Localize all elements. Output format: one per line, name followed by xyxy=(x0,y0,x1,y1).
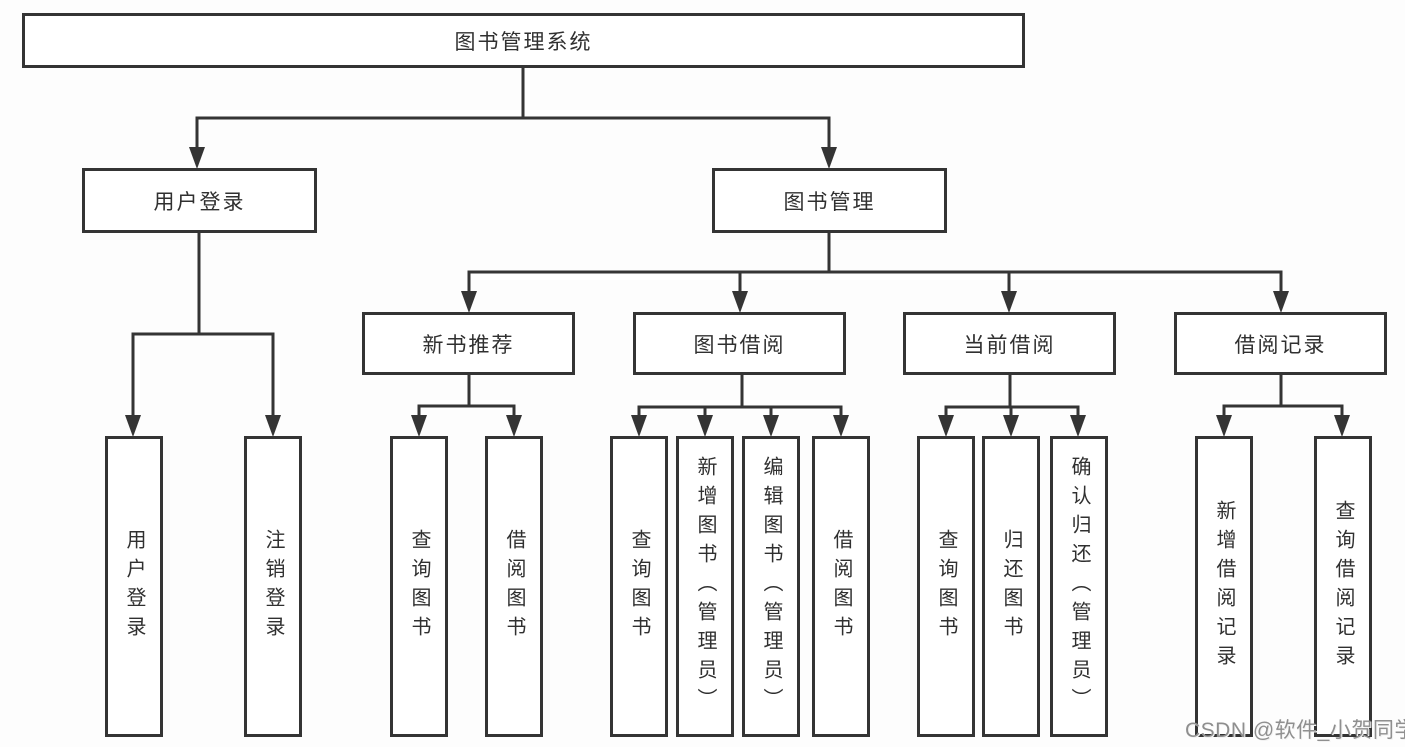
node-label: 查询图书 xyxy=(628,528,650,645)
node-label: 图书借阅 xyxy=(693,333,786,357)
leaf-borrow-books-borrowing: 借阅图书 xyxy=(812,436,870,737)
node-user-login: 用户登录 xyxy=(82,168,317,233)
leaf-query-books-borrowing: 查询图书 xyxy=(610,436,668,737)
node-label: 确认归还（管理员） xyxy=(1068,456,1090,717)
node-label: 用户登录 xyxy=(153,190,246,214)
node-label: 新增图书（管理员） xyxy=(694,456,716,717)
node-label: 当前借阅 xyxy=(963,333,1056,357)
node-label: 查询图书 xyxy=(408,528,430,645)
node-borrowing-records: 借阅记录 xyxy=(1174,312,1387,375)
leaf-user-login: 用户登录 xyxy=(105,436,163,737)
leaf-query-borrow-record: 查询借阅记录 xyxy=(1314,436,1372,737)
leaf-return-books: 归还图书 xyxy=(982,436,1040,737)
leaf-query-books-current: 查询图书 xyxy=(917,436,975,737)
node-label: 借阅图书 xyxy=(830,528,852,645)
node-library-management-system: 图书管理系统 xyxy=(22,13,1025,68)
node-label: 归还图书 xyxy=(1000,528,1022,645)
csdn-watermark: CSDN @软件_小贺同学 xyxy=(1185,719,1405,742)
node-book-management: 图书管理 xyxy=(712,168,947,233)
leaf-query-books-recommend: 查询图书 xyxy=(390,436,448,737)
leaf-edit-book-admin: 编辑图书（管理员） xyxy=(742,436,800,737)
leaf-add-book-admin: 新增图书（管理员） xyxy=(676,436,734,737)
node-label: 新书推荐 xyxy=(422,333,515,357)
leaf-confirm-return-admin: 确认归还（管理员） xyxy=(1050,436,1108,737)
node-label: 注销登录 xyxy=(262,528,284,645)
leaf-add-borrow-record: 新增借阅记录 xyxy=(1195,436,1253,737)
node-label: 借阅图书 xyxy=(503,528,525,645)
node-new-book-recommendation: 新书推荐 xyxy=(362,312,575,375)
node-label: 图书管理 xyxy=(783,190,876,214)
node-label: 新增借阅记录 xyxy=(1213,499,1235,674)
node-label: 查询借阅记录 xyxy=(1332,499,1354,674)
node-book-borrowing: 图书借阅 xyxy=(633,312,846,375)
node-label: 图书管理系统 xyxy=(454,30,593,54)
node-label: 借阅记录 xyxy=(1234,333,1327,357)
node-label: 用户登录 xyxy=(123,528,145,645)
node-label: 查询图书 xyxy=(935,528,957,645)
node-current-borrowing: 当前借阅 xyxy=(903,312,1116,375)
leaf-logout: 注销登录 xyxy=(244,436,302,737)
node-label: 编辑图书（管理员） xyxy=(760,456,782,717)
leaf-borrow-books-recommend: 借阅图书 xyxy=(485,436,543,737)
